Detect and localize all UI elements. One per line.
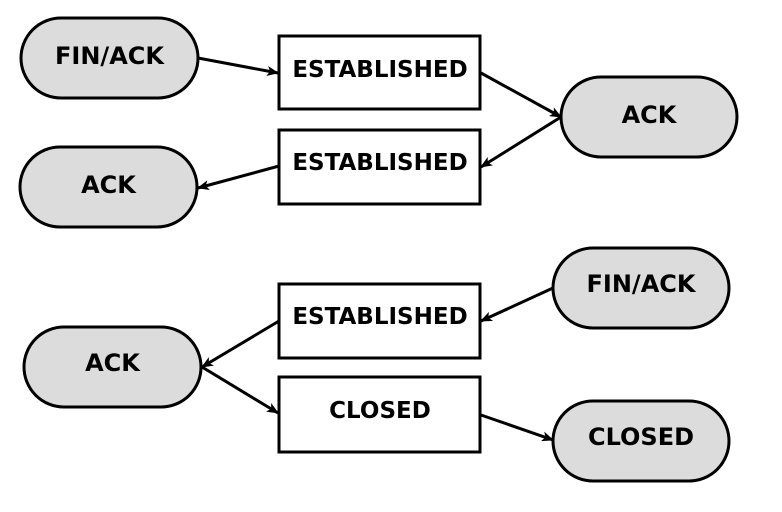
edge-n7-n8	[201, 319, 280, 369]
node-fin-ack-top: FIN/ACK	[19, 16, 200, 100]
edge-n2-n3	[480, 71, 562, 119]
node-closed-box: CLOSED	[277, 375, 482, 454]
svg-text:FIN/ACK: FIN/ACK	[587, 270, 697, 298]
svg-text:ESTABLISHED: ESTABLISHED	[292, 57, 467, 83]
svg-text:CLOSED: CLOSED	[588, 423, 694, 451]
edge-n6-n7	[480, 286, 554, 323]
node-closed-pill: CLOSED	[551, 399, 731, 483]
svg-text:FIN/ACK: FIN/ACK	[55, 42, 165, 70]
node-established-2: ESTABLISHED	[277, 128, 482, 206]
edge-n4-n5	[197, 164, 280, 190]
svg-text:CLOSED: CLOSED	[329, 398, 431, 424]
svg-text:ACK: ACK	[85, 349, 141, 377]
edge-n3-n4	[480, 115, 562, 169]
edge-n9-n10	[480, 413, 554, 442]
nodes: FIN/ACK ESTABLISHED ACK ESTABLISHED ACK …	[18, 16, 739, 483]
node-established-1: ESTABLISHED	[277, 34, 482, 111]
node-fin-ack-right: FIN/ACK	[551, 246, 731, 330]
node-ack-right: ACK	[559, 75, 739, 159]
node-ack-left-top: ACK	[18, 145, 199, 229]
svg-text:ACK: ACK	[81, 171, 137, 199]
edge-n1-n2	[197, 56, 279, 76]
node-established-3: ESTABLISHED	[277, 282, 482, 360]
node-ack-left-bottom: ACK	[22, 325, 203, 409]
svg-text:ESTABLISHED: ESTABLISHED	[292, 304, 467, 330]
svg-text:ESTABLISHED: ESTABLISHED	[292, 150, 467, 176]
svg-text:ACK: ACK	[622, 101, 678, 129]
edges	[197, 56, 562, 442]
edge-n8-n9	[201, 365, 279, 415]
